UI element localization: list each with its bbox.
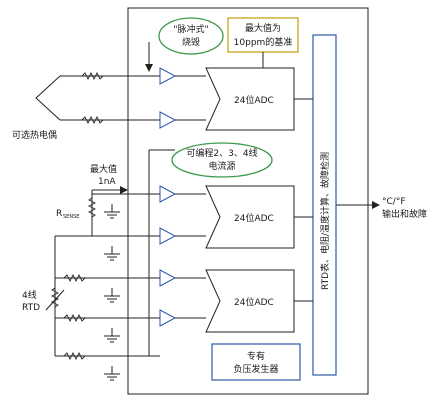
- rtd-element: [50, 287, 60, 308]
- max-current-arrowhead: [120, 186, 128, 194]
- pulse-burnout-line1: "脉冲式": [173, 23, 208, 35]
- adc-middle: [205, 185, 295, 249]
- adc-bottom-label: 24位ADC: [234, 296, 274, 308]
- burnout-arrowhead: [145, 64, 153, 72]
- ground-symbol-2: [104, 246, 120, 261]
- tc-resistor-top: [81, 71, 104, 81]
- rsense-resistor: [87, 197, 97, 218]
- processor-block: [312, 34, 337, 376]
- adc-middle-label: 24位ADC: [234, 212, 274, 224]
- pulse-burnout-line2: 烧毁: [182, 36, 200, 48]
- max-current-label-1: 最大值: [90, 163, 117, 175]
- ground-symbol-1: [104, 204, 120, 219]
- thermocouple-label: 可选热电偶: [12, 129, 57, 141]
- output-label-2: 输出和故障: [382, 208, 427, 220]
- reference-callout: [227, 17, 299, 53]
- negative-supply-block: [211, 343, 301, 381]
- ground-symbol-5: [104, 366, 120, 381]
- rtd-lead-resistor-2: [63, 313, 86, 323]
- thermocouple-junction: [35, 75, 61, 121]
- processor-label: RTD表、电阻/温度计算、故障检测: [319, 152, 331, 290]
- output-label-1: °C/°F: [382, 197, 406, 207]
- rtd-lead-resistor-1: [63, 273, 86, 283]
- adc-bottom: [205, 269, 295, 333]
- max-current-label-2: 1nA: [98, 177, 116, 187]
- current-source-line1: 可编程2、3、4线: [186, 147, 257, 159]
- rtd-variable-arrow: [45, 289, 65, 311]
- rtd-label-1: 4线: [22, 289, 37, 301]
- reference-line1: 最大值为: [245, 22, 281, 34]
- ground-symbol-4: [104, 328, 120, 343]
- current-source-line2: 电流源: [208, 160, 235, 172]
- rtd-label-2: RTD: [22, 303, 40, 313]
- pulse-burnout-callout: [158, 17, 224, 55]
- rtd-lead-resistor-3: [63, 351, 86, 361]
- adc-top: [205, 67, 295, 131]
- reference-line2: 10ppm的基准: [234, 36, 293, 48]
- rsense-sub-label: SENSE: [63, 214, 79, 220]
- tc-resistor-bottom: [81, 115, 104, 125]
- current-source-callout: [171, 142, 273, 178]
- adc-top-label: 24位ADC: [234, 94, 274, 106]
- negative-supply-line1: 专有: [247, 350, 265, 362]
- rsense-label: R: [56, 209, 62, 219]
- negative-supply-line2: 负压发生器: [233, 363, 278, 375]
- ground-symbol-3: [104, 288, 120, 303]
- output-arrowhead: [372, 201, 380, 209]
